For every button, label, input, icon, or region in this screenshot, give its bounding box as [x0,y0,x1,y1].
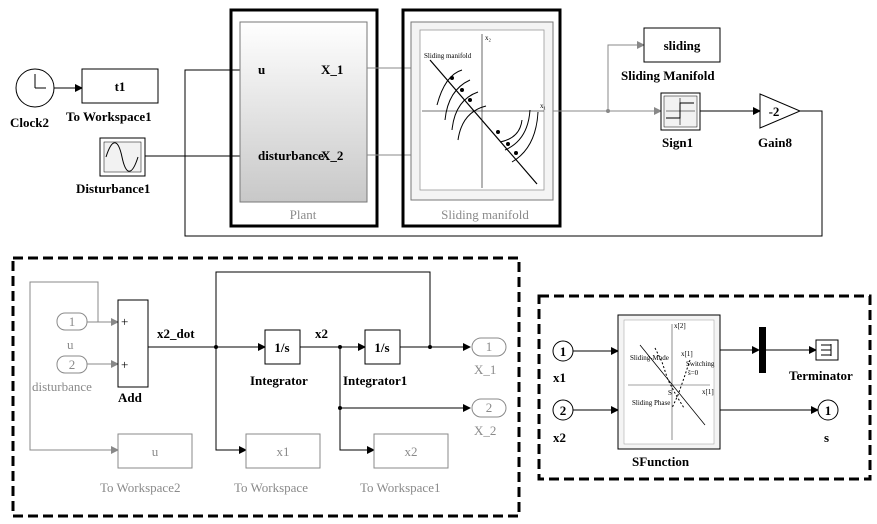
sf-outport-s-num: 1 [825,403,832,418]
sf-outport-s-label: s [824,430,829,445]
x2-to-tw1-wire [339,347,375,454]
to-workspace-block[interactable] [245,433,321,469]
clock-block[interactable] [15,68,55,108]
signal-x2: x2 [315,326,328,341]
sf-plot-label: ŝ=0 [688,369,699,377]
sf-plot-label: Switching [686,360,715,368]
sf-outport-s[interactable] [817,399,839,421]
sf-plot-label: Sliding-Mode [630,354,669,362]
plant-inport-disturbance-num: 2 [69,357,76,372]
x2dot-branch-wire [215,347,247,454]
sf-inport-x2-label: x2 [553,430,566,445]
to-workspace2-block[interactable] [117,433,193,469]
sliding-manifold-label: Sliding manifold [441,207,529,222]
to-workspace1-value: t1 [115,79,126,94]
to-workspace2-value: u [152,444,159,459]
plant-inport-u-num: 1 [69,314,76,329]
disturbance-block[interactable] [99,137,146,177]
plant-port-disturbance: disturbance [258,148,324,163]
to-workspace2-label: To Workspace2 [100,480,180,495]
to-workspace1b-block[interactable] [373,433,449,469]
sliding-display-block[interactable] [643,27,721,63]
sfunction-subsystem-frame [537,294,872,481]
add-sign-2: + [121,357,128,372]
add-block[interactable] [117,299,149,388]
x1-feedback-wire [215,271,431,347]
plant-label: Plant [290,207,317,222]
add-sign-1: + [121,314,128,329]
to-workspace1b-label: To Workspace1 [360,480,440,495]
plant-outport-x1-num: 1 [486,339,493,354]
to-workspace1-block[interactable] [81,68,159,104]
integrator-block[interactable] [264,329,301,365]
sf-plot-label: S [668,389,672,397]
manifold-axis-x: x₁ [540,102,546,110]
sf-plot-label: Sliding Phase [632,399,670,407]
plant-highlight-frame [229,8,379,228]
sf-plot-label: x[1] [702,388,714,396]
manifold-axis-y: x₂ [485,34,492,42]
to-workspace1b-value: x2 [405,444,418,459]
integrator1-block[interactable] [364,329,401,365]
to-workspace-label: To Workspace [234,480,308,495]
clock-label: Clock2 [10,115,49,130]
plant-outport-x1-label: X_1 [474,362,496,377]
plant-outport-x2[interactable] [471,398,507,418]
terminator-label: Terminator [789,368,853,383]
integrator-label: Integrator [250,373,308,388]
plant-port-x1: X_1 [321,62,343,77]
gain-value: -2 [769,104,780,119]
sf-inport-x2-num: 2 [560,403,567,418]
add-label: Add [118,390,143,405]
to-workspace-value: x1 [277,444,290,459]
demux-block[interactable] [759,327,766,373]
plant-inport-u[interactable] [56,312,88,331]
integrator1-value: 1/s [374,340,389,355]
sf-inport-x1-label: x1 [553,370,566,385]
sine-wave-icon [105,142,139,172]
sign-block[interactable] [660,92,701,131]
feedback-wire [184,66,823,237]
sliding-manifold-block[interactable]: Sliding manifold x₂ x₁ [410,21,554,201]
to-workspace1-label: To Workspace1 [66,109,152,124]
plant-outport-x2-num: 2 [486,400,493,415]
signal-x2dot: x2_dot [157,326,195,341]
plant-outport-x1[interactable] [471,337,507,357]
plant-inport-disturbance-label: disturbance [32,379,92,394]
plant-inport-u-label: u [67,337,74,352]
integrator-value: 1/s [274,340,289,355]
sfunction-block[interactable]: x[2] Sliding-Mode x[1] Switching ŝ=0 S S… [617,314,721,450]
manifold-highlight-frame [401,8,562,228]
sf-plot-label: x[2] [674,322,686,330]
terminator-block[interactable] [815,339,839,361]
manifold-plot-title: Sliding manifold [424,52,472,60]
to-display-wire [607,41,645,111]
plant-port-x2: X_2 [321,148,343,163]
gain-block[interactable] [759,93,802,129]
plant-block[interactable] [239,21,368,203]
sliding-display-value: sliding [664,38,701,53]
gain-label: Gain8 [758,135,792,150]
sf-plot-label: x[1] [681,350,693,358]
plant-outport-x2-label: X_2 [474,423,496,438]
sliding-display-label: Sliding Manifold [621,68,715,83]
sign-label: Sign1 [662,135,693,150]
sfunction-label: SFunction [632,454,690,469]
plant-inport-disturbance[interactable] [56,355,88,374]
sf-inport-x1-num: 1 [560,344,567,359]
plant-port-u: u [258,62,265,77]
integrator1-label: Integrator1 [343,373,407,388]
plant-subsystem-frame [11,256,521,518]
disturbance-label: Disturbance1 [76,181,150,196]
